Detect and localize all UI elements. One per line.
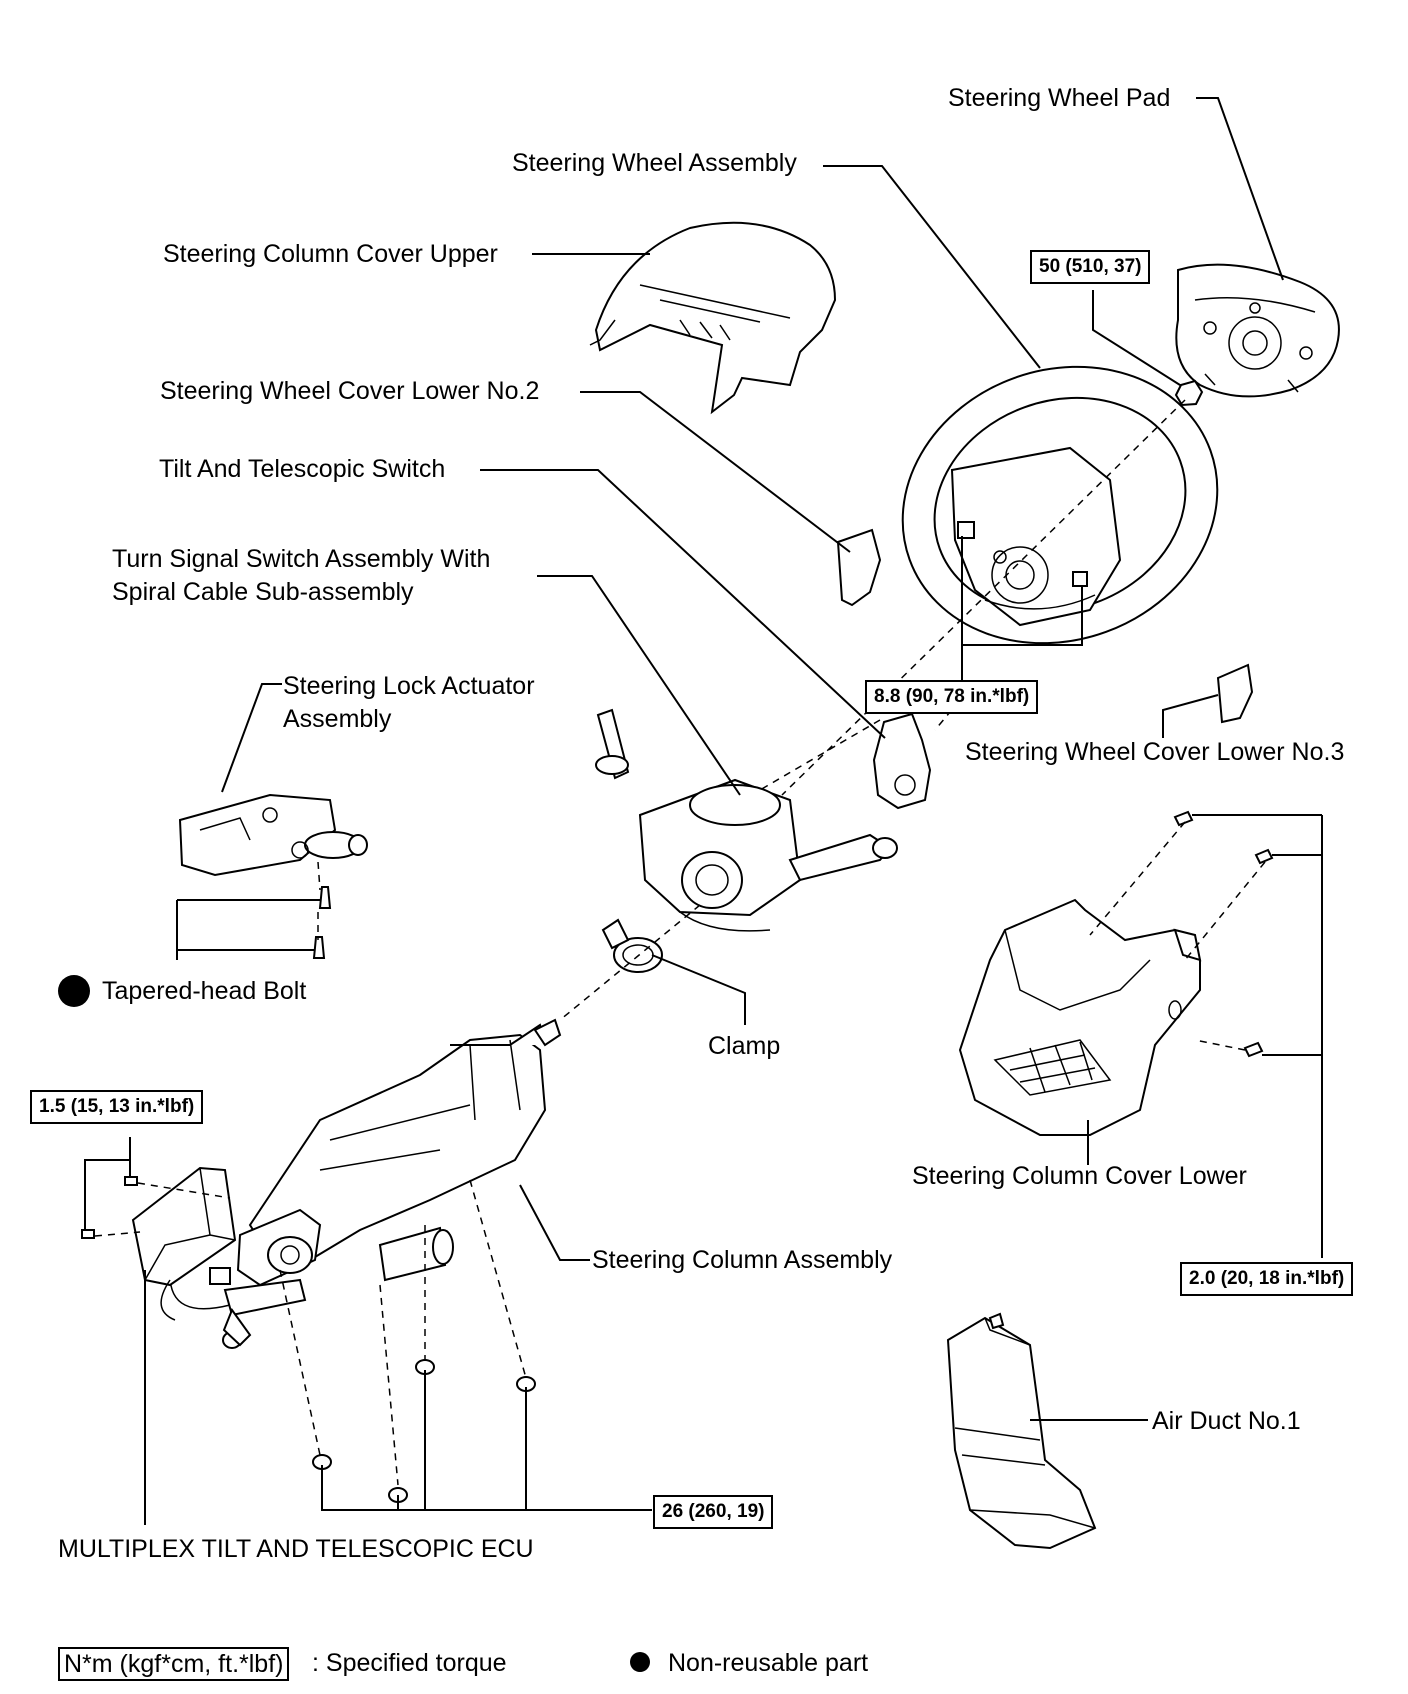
nonreusable-marker [58, 975, 90, 1007]
label-steering-lock-line1: Steering Lock Actuator [283, 672, 535, 700]
steering-lock-actuator-assembly [178, 793, 368, 877]
legend-nonreusable-icon [630, 1652, 650, 1672]
label-steering-wheel-assembly: Steering Wheel Assembly [512, 149, 797, 177]
wheel-nut [1174, 379, 1204, 407]
torque-ecu-screws: 1.5 (15, 13 in.*lbf) [30, 1090, 204, 1124]
clamp [601, 918, 663, 973]
torque-wheel-nut: 50 (510, 37) [1030, 250, 1151, 284]
label-tilt-telescopic-switch: Tilt And Telescopic Switch [159, 455, 446, 483]
legend-torque-desc: : Specified torque [312, 1649, 507, 1677]
label-air-duct-no1: Air Duct No.1 [1152, 1407, 1301, 1435]
label-steering-column-assembly: Steering Column Assembly [592, 1246, 893, 1274]
label-turn-signal-line2: Spiral Cable Sub-assembly [112, 578, 414, 606]
steering-wheel-cover-lower-no2 [836, 528, 882, 607]
label-steering-wheel-cover-lower-no3: Steering Wheel Cover Lower No.3 [965, 738, 1345, 766]
steering-column-assembly [169, 1018, 562, 1349]
ecu-screws [81, 1176, 138, 1239]
tapered-head-bolts [312, 886, 332, 959]
multiplex-ecu [131, 1166, 237, 1321]
label-tapered-head-bolt: Tapered-head Bolt [102, 977, 307, 1005]
steering-wheel-pad [1175, 263, 1340, 398]
legend-nonreusable-desc: Non-reusable part [668, 1649, 869, 1677]
torque-column-nuts: 26 (260, 19) [653, 1495, 774, 1529]
legend-torque-unit: N*m (kgf*cm, ft.*lbf) [58, 1647, 290, 1681]
label-steering-column-cover-lower: Steering Column Cover Lower [912, 1162, 1247, 1190]
turn-signal-switch-assembly [595, 708, 898, 932]
label-clamp: Clamp [708, 1032, 781, 1060]
label-steering-wheel-cover-lower-no2: Steering Wheel Cover Lower No.2 [160, 377, 540, 405]
label-steering-lock-line2: Assembly [283, 705, 392, 733]
steering-column-cover-upper [589, 221, 837, 415]
label-multiplex-ecu: MULTIPLEX TILT AND TELESCOPIC ECU [58, 1535, 534, 1563]
leader-lines [84, 97, 1323, 1525]
torque-cover-screws: 2.0 (20, 18 in.*lbf) [1180, 1262, 1354, 1296]
steering-wheel-cover-lower-no3 [1216, 663, 1254, 724]
cover-screws [1173, 810, 1274, 1058]
label-steering-column-cover-upper: Steering Column Cover Upper [163, 240, 498, 268]
steering-column-cover-lower [958, 898, 1202, 1136]
assembly-axis-lines [94, 399, 1266, 1486]
steering-wheel-assembly [901, 365, 1219, 645]
air-duct-no1 [946, 1312, 1097, 1550]
label-turn-signal-line1: Turn Signal Switch Assembly With [112, 545, 491, 573]
label-steering-wheel-pad: Steering Wheel Pad [948, 84, 1171, 112]
torque-wheel-screws: 8.8 (90, 78 in.*lbf) [865, 680, 1039, 714]
tilt-telescopic-switch [872, 712, 932, 810]
